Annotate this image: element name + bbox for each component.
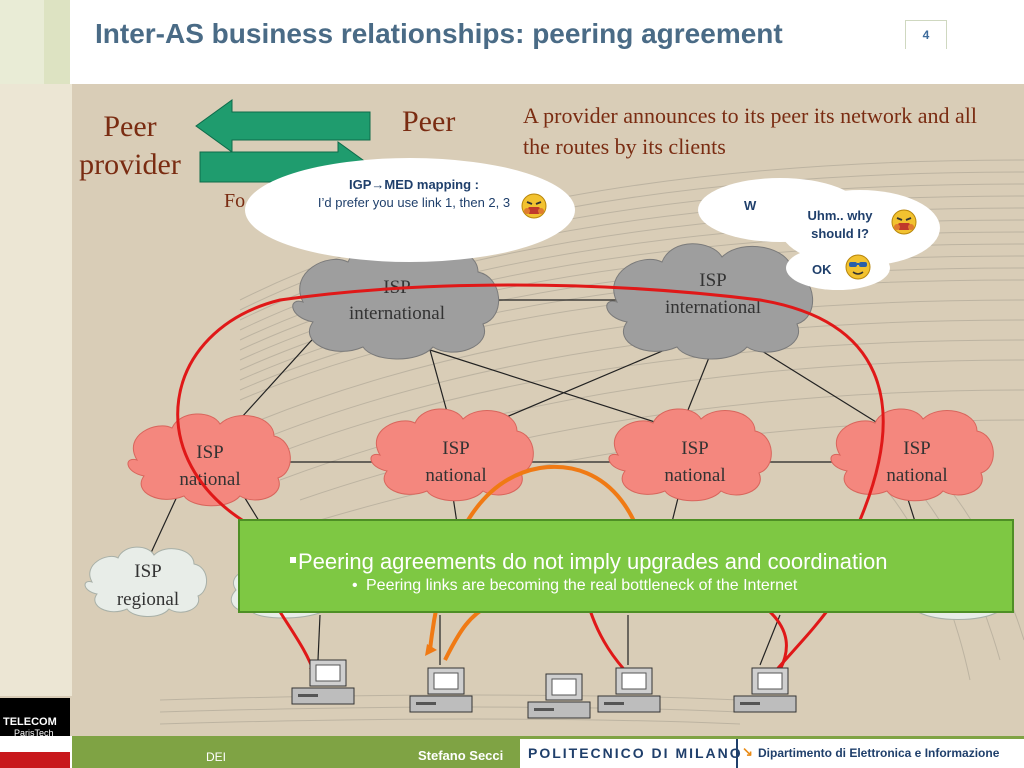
angry-face-icon [891,209,917,235]
university-name: POLITECNICO DI MILANO [528,745,743,761]
telecom-emblem [0,752,70,768]
left-strip [0,84,72,696]
cloud-label-kind: international [665,297,761,318]
isp-international-cloud [606,243,813,360]
cloud-labels: ISP international ISP international ISP … [117,270,948,610]
cloud-label-isp: ISP [903,438,930,459]
header-band [0,0,1024,84]
speech-bubble-right [698,178,940,290]
cloud-label-isp: ISP [681,438,708,459]
speech-bubble-left [245,158,575,262]
banner-separator [736,739,738,768]
computer-icon [291,659,355,705]
partial-label: Fo [224,190,246,212]
cloud-label-kind: regional [117,589,179,610]
peer-right-label: Peer [402,105,456,138]
cool-face-icon [845,254,871,280]
callout-sub-text: Peering links are becoming the real bott… [366,577,798,594]
isp-national-cloud [127,413,291,507]
peer-provider-text: Peer provider [79,110,181,181]
cloud-label-kind: international [349,303,445,324]
bubble-left-text: IGP→MED mapping : I’d prefer you use lin… [300,176,528,212]
cloud-label-kind: national [886,465,947,486]
page-number: 4 [905,20,947,49]
bubble-left-title: IGP→MED mapping : [349,177,479,192]
bubble-right-line1: Uhm.. why [807,208,873,223]
cloud-label-isp: ISP [699,270,726,291]
angry-face-icon [521,193,547,219]
cloud-label-isp: ISP [196,442,223,463]
isp-regional-cloud [84,546,207,617]
computer-icon [733,667,797,713]
announcement-text: A provider announces to its peer its net… [523,103,977,159]
header-stripe-accent [44,0,70,84]
paristech-logo-text: ParisTech [14,728,54,738]
bubble-left-body: I’d prefer you use link 1, then 2, 3 [317,195,511,210]
peer-provider-label: Peer provider [74,108,186,184]
telecom-logo-text: TELECOM [3,716,57,728]
polimi-banner [520,739,1024,768]
cloud-label-kind: national [425,465,486,486]
callout-box [238,519,1014,613]
cloud-label-isp: ISP [442,438,469,459]
isp-national-cloud [608,408,772,502]
telecom-logo [0,698,70,736]
cloud-label-kind: national [664,465,725,486]
callout-main-text: Peering agreements do not imply upgrades… [298,549,888,574]
bubble-right-text: Uhm.. why should I? [792,207,888,243]
bubble-right-line2: should I? [811,226,869,241]
bubble-right-partial: W [744,198,757,213]
cloud-label-isp: ISP [134,561,161,582]
footer-department-short: DEI [206,750,227,764]
computer-icon [409,667,473,713]
computer-icon [527,673,591,719]
cloud-label-kind: national [179,469,240,490]
arrow-icon: ↘ [742,744,753,759]
route-arrowheads [309,644,772,682]
bullet-dot: • [352,577,358,594]
bubble-right-ok: OK [812,262,832,277]
slide-title: Inter-AS business relationships: peering… [95,18,783,49]
footer-author: Stefano Secci [418,748,504,763]
bullet-square [290,557,296,563]
computer-icon [597,667,661,713]
department-name: Dipartimento di Elettronica e Informazio… [758,746,1000,760]
